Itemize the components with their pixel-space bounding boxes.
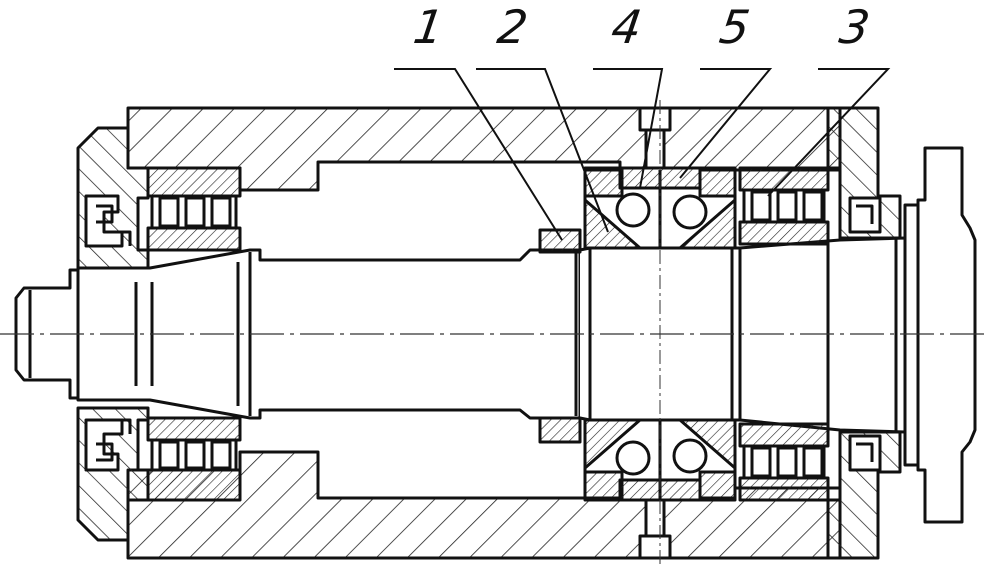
left-seal-bottom <box>84 418 132 472</box>
leader-5 <box>679 68 773 179</box>
right-roller-bearing-top <box>738 166 830 246</box>
leader-2 <box>476 68 609 233</box>
leader-3 <box>767 68 891 197</box>
lube-fitting-bottom <box>638 498 672 560</box>
callout-leaders <box>394 68 891 241</box>
right-end-cap-top <box>826 106 902 240</box>
shaft-left-stub <box>14 268 80 400</box>
right-seal-top <box>848 196 882 234</box>
leader-1 <box>394 68 563 241</box>
spacer-ring-bottom <box>538 416 582 444</box>
left-bearing-bottom <box>146 416 242 502</box>
leader-4 <box>593 68 664 189</box>
spacer-ring-top <box>538 228 582 254</box>
shaft-right <box>579 236 907 434</box>
right-end-cap-bottom <box>826 430 902 560</box>
right-roller-bearing-bottom <box>738 422 830 502</box>
output-flange <box>903 146 977 524</box>
right-seal-bottom <box>848 434 882 472</box>
left-bearing-top <box>146 166 242 252</box>
left-seal-top <box>84 194 132 248</box>
